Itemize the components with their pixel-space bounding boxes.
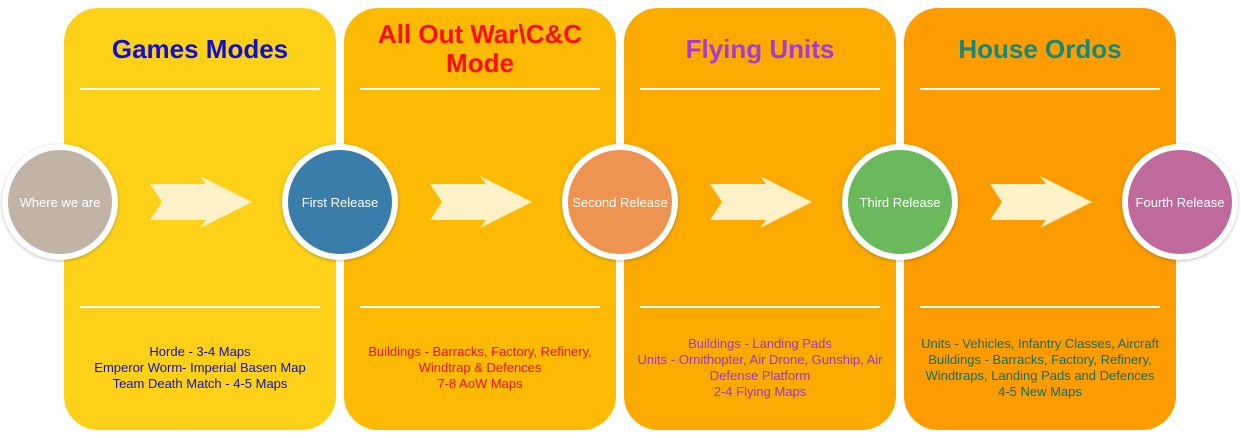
description-line: Buildings - Landing Pads [688,336,832,351]
milestone-first-release: First Release [282,144,398,260]
divider [920,306,1160,308]
description-line: Buildings - Barracks, Factory, Refinery, [928,352,1152,367]
milestone-label: Fourth Release [1135,194,1225,210]
description-line: 4-5 New Maps [998,384,1082,399]
right-arrow-icon [150,176,252,228]
description-line: 7-8 AoW Maps [437,376,523,391]
panel-title: Flying Units [685,33,835,64]
milestone-label: Second Release [572,194,668,210]
divider [640,88,880,90]
panel-description: Horde - 3-4 Maps Emperor Worm- Imperial … [66,318,334,418]
milestone-where-we-are: Where we are [2,144,118,260]
panel-title: All Out War\C&C Mode [377,19,583,78]
milestone-label: First Release [301,194,379,210]
panel-description: Buildings - Barracks, Factory, Refinery,… [346,318,614,418]
description-line: 2-4 Flying Maps [713,384,807,399]
description-line: Buildings - Barracks, Factory, Refinery, [368,344,592,359]
description-line: Units - Vehicles, Infantry Classes, Airc… [921,336,1159,351]
milestone-label: Third Release [859,194,941,210]
description-line: Defense Platform [709,368,811,383]
milestone-fourth-release: Fourth Release [1122,144,1238,260]
divider [80,306,320,308]
milestone-third-release: Third Release [842,144,958,260]
panel-description: Units - Vehicles, Infantry Classes, Airc… [906,318,1174,418]
milestone-label: Where we are [19,194,101,210]
description-line: Emperor Worm- Imperial Basen Map [94,360,306,375]
divider [80,88,320,90]
divider [360,88,600,90]
divider [920,88,1160,90]
description-line: Horde - 3-4 Maps [149,344,251,359]
panel-title: House Ordos [958,33,1122,64]
description-line: Windtraps, Landing Pads and Defences [925,368,1155,383]
right-arrow-icon [990,176,1092,228]
panel-title: Games Modes [111,33,289,64]
divider [360,306,600,308]
description-line: Team Death Match - 4-5 Maps [112,376,288,391]
milestone-second-release: Second Release [562,144,678,260]
description-line: Windtrap & Defences [418,360,542,375]
panel-description: Buildings - Landing Pads Units - Ornitho… [626,318,894,418]
description-line: Units - Ornithopter, Air Drone, Gunship,… [637,352,883,367]
divider [640,306,880,308]
right-arrow-icon [710,176,812,228]
right-arrow-icon [430,176,532,228]
